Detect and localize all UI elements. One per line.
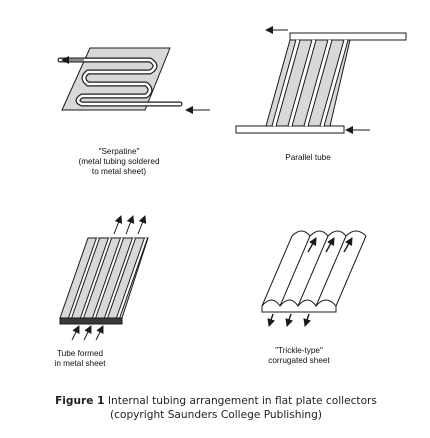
caption-line-1: Figure 1 Internal tubing arrangement in … (20, 394, 412, 408)
serpentine-collector (57, 47, 210, 114)
trickle-bottom-edge (261, 306, 337, 313)
trickle-top-arrow-3 (343, 237, 353, 253)
trickle-label: "Trickle-type" corrugated sheet (268, 346, 330, 365)
formed-bottom-arrow-2 (83, 325, 92, 341)
formed-top-arrow-2 (125, 215, 135, 235)
figure-caption: Figure 1 Internal tubing arrangement in … (20, 394, 412, 422)
formed-bottom-arrow-1 (71, 325, 80, 341)
trickle-top-arrow-1 (307, 237, 317, 253)
parallel-top-header (289, 32, 407, 41)
trickle-left-edge (261, 235, 293, 307)
caption-line-2: (copyright Saunders College Publishing) (110, 409, 322, 421)
trickle-top-arrow-2 (325, 237, 335, 253)
figure-number: Figure 1 (55, 395, 105, 407)
trickle-bottom-arrow-1 (267, 313, 276, 327)
formed-bottom-edge (59, 317, 123, 325)
serpentine-label: "Serpatine" (metal tubing soldered to me… (78, 147, 160, 176)
trickle-bottom-arrow-2 (285, 313, 294, 327)
trickle-bottom-arrow-3 (303, 313, 312, 327)
parallel-tube-label: Parallel tube (285, 153, 331, 162)
trickle-right-edge (335, 235, 367, 307)
parallel-tube-collector (235, 26, 407, 134)
trickle-top-corrugation (291, 230, 367, 237)
caption-text: Internal tubing arrangement in flat plat… (107, 395, 377, 407)
tube-formed-label: Tube formed in metal sheet (54, 349, 106, 368)
formed-top-arrow-1 (113, 215, 123, 235)
tube-formed-collector (59, 215, 149, 341)
trickle-collector (261, 230, 367, 327)
formed-top-arrow-3 (137, 215, 147, 235)
formed-bottom-arrow-3 (95, 325, 104, 341)
parallel-bottom-header (235, 125, 345, 134)
